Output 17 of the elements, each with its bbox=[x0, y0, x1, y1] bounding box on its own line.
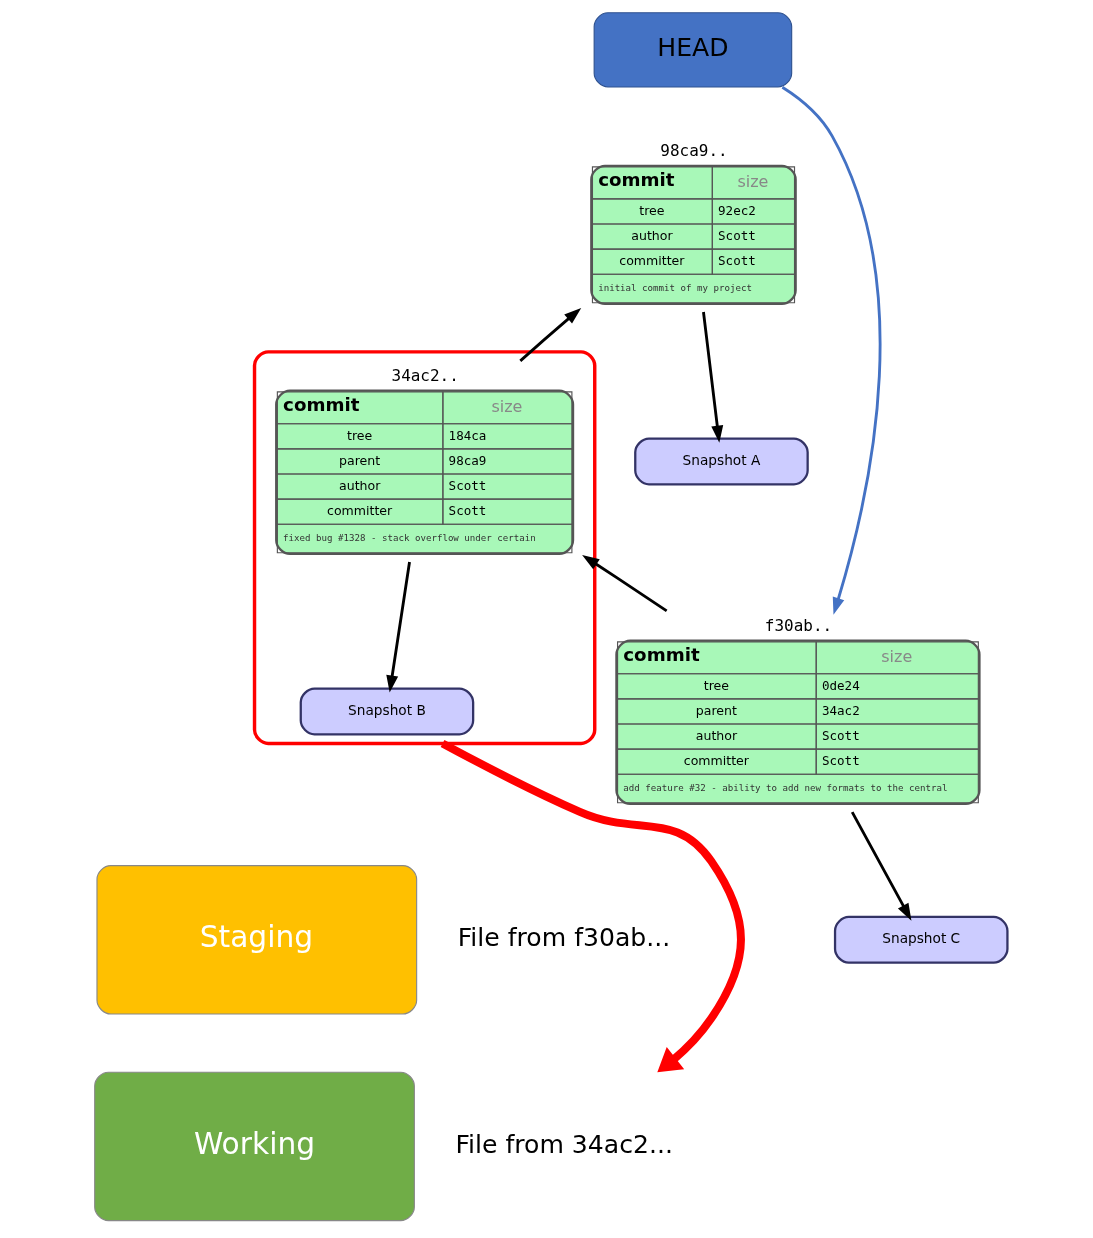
node-box: Snapshot A bbox=[634, 437, 809, 486]
node-label: 34ac2.. bbox=[391, 365, 459, 385]
arrow bbox=[850, 811, 912, 921]
node-box: HEAD bbox=[593, 12, 793, 88]
cluster bbox=[252, 350, 597, 746]
node-box: Snapshot B bbox=[299, 687, 475, 736]
arrow bbox=[440, 739, 745, 1073]
node-label: File from f30ab... bbox=[457, 923, 671, 953]
arrow bbox=[582, 554, 668, 613]
node-box: Snapshot C bbox=[833, 915, 1009, 964]
arrow bbox=[781, 86, 882, 615]
node-label: File from 34ac2... bbox=[455, 1129, 673, 1159]
arrow bbox=[386, 561, 411, 693]
node-label: 98ca9.. bbox=[660, 140, 728, 160]
arrow bbox=[702, 311, 724, 443]
arrow bbox=[519, 307, 582, 362]
node-label: f30ab.. bbox=[764, 615, 833, 635]
